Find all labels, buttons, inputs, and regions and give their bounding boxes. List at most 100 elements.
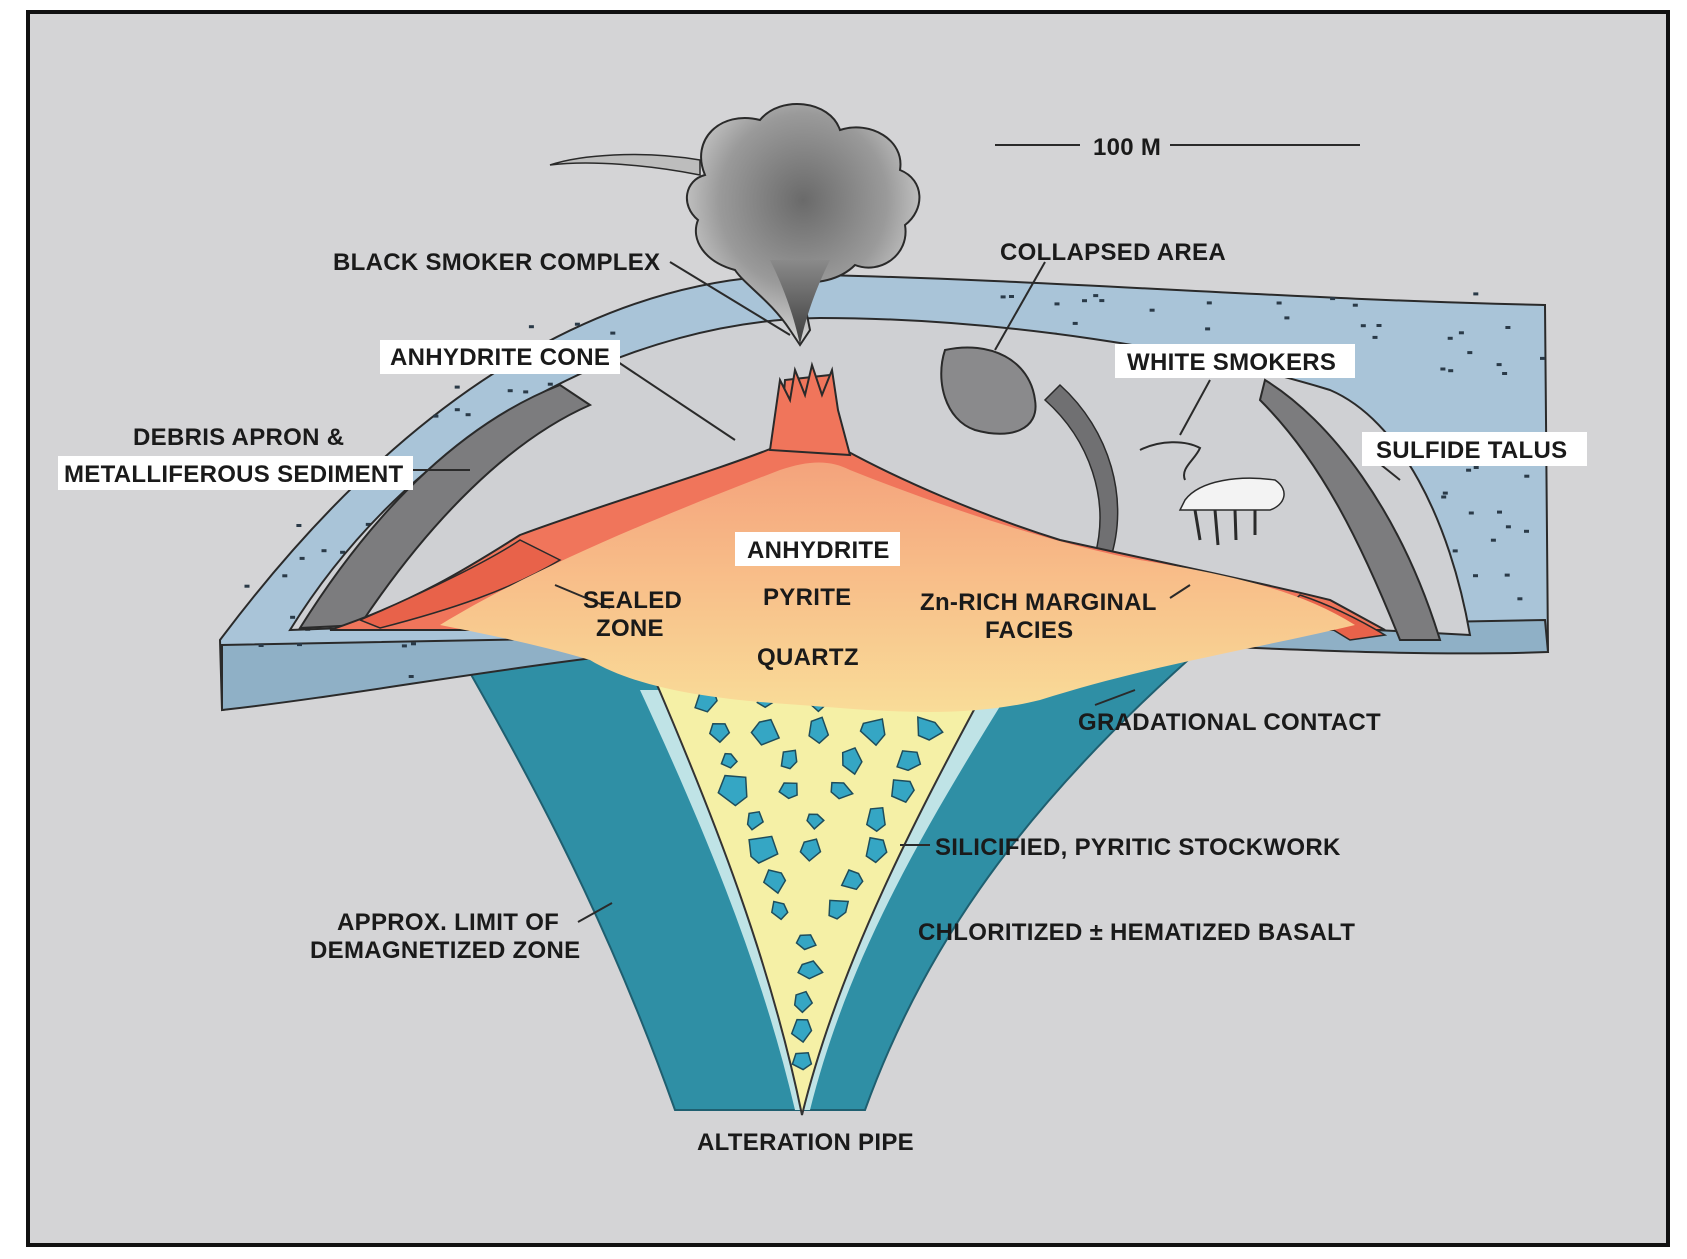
sediment-speck [1372,335,1378,339]
sediment-speck [1473,466,1479,469]
sediment-speck [528,325,534,329]
scale-label: 100 M [1093,134,1161,161]
sediment-speck [523,390,529,394]
label-stockwork: SILICIFIED, PYRITIC STOCKWORK [935,834,1341,861]
stockwork-clast [762,869,787,895]
label-sealed-zone-2: ZONE [596,615,664,642]
sediment-speck [1467,351,1473,355]
sediment-speck [1448,369,1454,373]
stockwork-clast [828,899,850,920]
sediment-speck [465,413,471,417]
massive-sulfide-body [440,462,1355,712]
stockwork-clast [799,838,822,862]
label-sealed-zone-1: SEALED [583,587,682,614]
white-smokers-vents [1139,441,1285,546]
sediment-speck [258,644,264,647]
sediment-speck [1447,336,1453,340]
stockwork-clast [808,716,830,745]
label-demag-1: APPROX. LIMIT OF [337,909,559,936]
sediment-speck [1000,295,1006,299]
stockwork-clast [793,990,814,1014]
sediment-speck [401,644,407,648]
sediment-speck [408,675,414,678]
sediment-speck [1517,597,1523,601]
sediment-speck [1497,510,1502,514]
stockwork-clast [778,782,798,800]
sediment-speck [574,322,580,326]
stockwork-clast [748,835,779,864]
label-white-smokers: WHITE SMOKERS [1127,349,1336,376]
sediment-speck [1524,474,1530,478]
sediment-speck [1468,511,1474,515]
label-sulfide-talus: SULFIDE TALUS [1376,437,1567,464]
stockwork-clast [797,960,824,980]
sediment-speck [1452,549,1458,553]
sediment-speck [1082,299,1087,303]
sediment-speck [290,615,296,619]
label-black-smoker-complex: BLACK SMOKER COMPLEX [333,249,660,276]
sediment-speck [1352,303,1358,307]
sediment-speck [1502,372,1508,375]
stockwork-clast [790,1018,813,1044]
label-collapsed-area: COLLAPSED AREA [1000,239,1226,266]
sediment-speck [454,385,460,389]
sediment-speck [1458,331,1464,335]
sediment-speck [244,584,250,588]
sediment-speck [547,382,553,386]
stockwork-clast [840,869,864,891]
sediment-speck [1376,324,1382,327]
stockwork-clast [865,806,886,833]
stockwork-clast [841,746,863,776]
stockwork-clast [717,774,748,807]
stockwork-clast [791,1052,813,1071]
sediment-speck [507,389,513,393]
label-zn-rich-1: Zn-RICH MARGINAL [920,589,1157,616]
sediment-speck [1360,324,1366,328]
label-alteration-pipe: ALTERATION PIPE [697,1129,914,1156]
label-anhydrite-cone: ANHYDRITE CONE [390,344,610,371]
sediment-speck [1072,321,1078,325]
stockwork-clast [750,718,781,746]
sediment-speck [1206,301,1212,305]
label-chloritized: CHLORITIZED ± HEMATIZED BASALT [918,919,1355,946]
stockwork-clast [917,716,944,741]
sediment-speck [1490,538,1496,542]
sediment-speck [610,331,616,335]
sediment-speck [1330,297,1336,301]
leader-lines [410,144,1401,923]
label-pyrite: PYRITE [763,584,851,611]
sediment-speck [321,549,327,553]
sediment-speck [1284,316,1290,320]
sediment-speck [1504,573,1510,577]
label-zn-rich-2: FACIES [985,617,1073,644]
label-debris-apron-1: DEBRIS APRON & [133,424,344,451]
plume-wisp [549,153,701,176]
labels: 100 M BLACK SMOKER COMPLEX COLLAPSED ARE… [58,134,1587,1156]
sediment-speck [1524,529,1529,533]
stockwork-clast [770,900,789,921]
stockwork-clast [746,810,765,831]
sediment-speck [1276,301,1282,305]
stockwork-clast [896,750,922,772]
sediment-speck [1505,326,1511,329]
anhydrite-cone [768,361,852,457]
sediment-speck [433,414,439,418]
sediment-speck [1466,468,1472,472]
sediment-speck [1473,574,1478,578]
stockwork-clast [859,718,886,747]
sediment-speck [282,574,288,578]
sulfide-talus [1258,378,1442,641]
sediment-speck [299,556,305,560]
sediment-speck [1205,327,1211,331]
stockwork-clast [865,836,888,864]
stockwork-clast [830,781,854,800]
stockwork-clast [720,752,739,769]
sediment-speck [1540,356,1545,360]
plume-stem [770,260,830,345]
sediment-speck [1496,363,1502,367]
sediment-speck [1505,525,1511,529]
debris-apron [298,383,593,630]
sealed-zone-lobe [358,539,562,629]
